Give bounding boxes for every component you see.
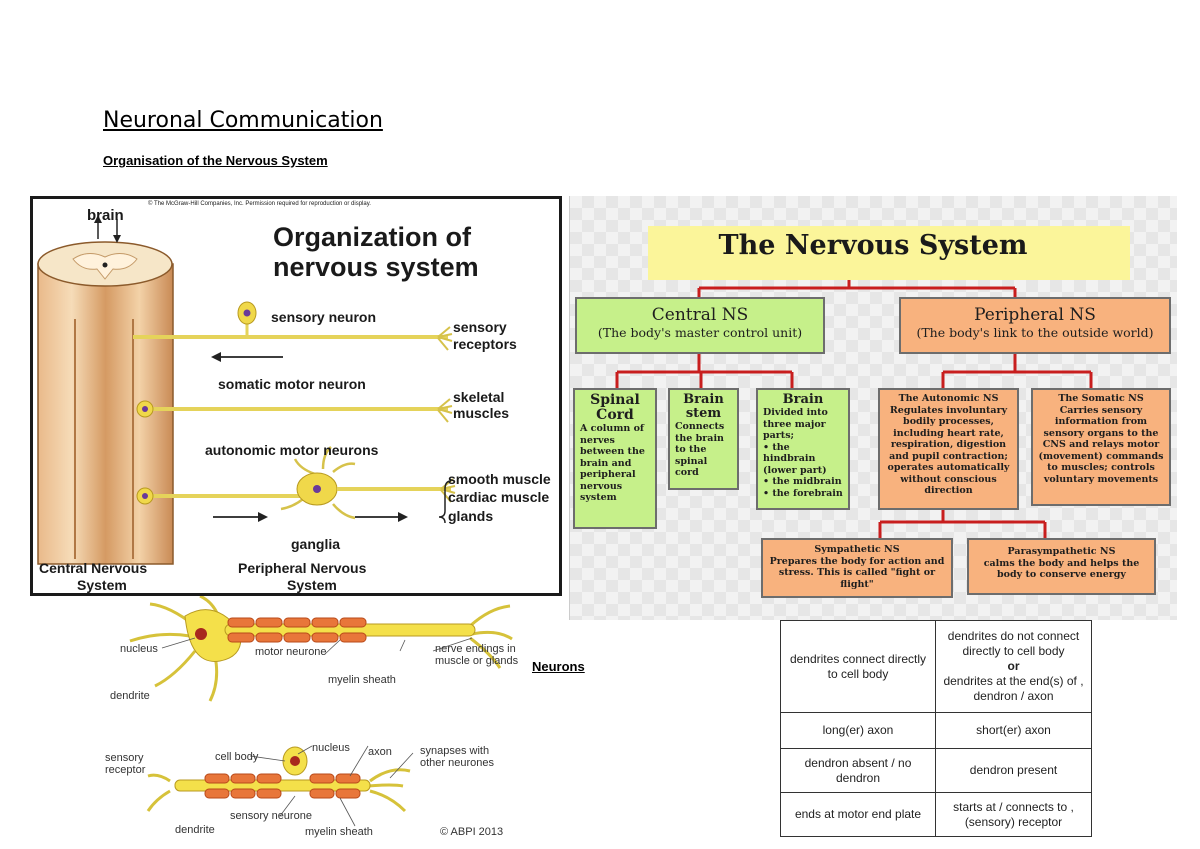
table-row: long(er) axon short(er) axon bbox=[780, 712, 1092, 749]
peripheral-ns-name: Peripheral NS bbox=[974, 305, 1096, 325]
brain-stem-box: Brain stem Connects the brain to the spi… bbox=[668, 388, 739, 490]
dendrite-label: dendrite bbox=[110, 690, 150, 702]
table-cell-or: or bbox=[1007, 659, 1020, 673]
brain-stem-name-2: stem bbox=[685, 406, 722, 421]
neuron-illustration bbox=[129, 596, 513, 827]
org-title-line1: Organization of bbox=[273, 222, 471, 252]
synapses-label: synapses with other neurones bbox=[420, 745, 494, 769]
sensory-neuron-label: sensory neuron bbox=[271, 309, 377, 325]
autonomic-motor-neurons-label: autonomic motor neurons bbox=[205, 442, 379, 458]
table-cell: dendrites connect directly to cell body bbox=[780, 620, 936, 713]
pns-label-1: Peripheral Nervous bbox=[238, 560, 367, 576]
spinal-cord bbox=[37, 263, 174, 565]
cardiac-muscle-label: cardiac muscle bbox=[448, 489, 550, 505]
connector-lines bbox=[615, 280, 1093, 538]
brain-name: Brain bbox=[782, 392, 824, 407]
table-row: ends at motor end plate starts at / conn… bbox=[780, 792, 1092, 837]
somatic-ns-box: The Somatic NS Carries sensory informati… bbox=[1031, 388, 1171, 506]
cns-label-1: Central Nervous bbox=[39, 560, 148, 576]
cell-body-label: cell body bbox=[215, 751, 259, 763]
skeletal-muscles-label-1: skeletal bbox=[453, 389, 505, 405]
ganglia-label: ganglia bbox=[291, 536, 341, 552]
sensory-neurone-label: sensory neurone bbox=[230, 810, 312, 822]
sympathetic-ns-box: Sympathetic NS Prepares the body for act… bbox=[761, 538, 953, 598]
central-ns-box: Central NS (The body's master control un… bbox=[575, 297, 825, 354]
pns-label-2: System bbox=[287, 577, 337, 593]
dendrite-label-2: dendrite bbox=[175, 824, 215, 836]
nerve-endings-label: nerve endings in muscle or glands bbox=[435, 643, 519, 667]
somatic-motor-neuron-label: somatic motor neuron bbox=[218, 376, 366, 392]
brain-part-2: • the midbrain bbox=[763, 476, 842, 487]
somatic-ns-desc: Carries sensory information from sensory… bbox=[1038, 404, 1164, 485]
organization-illustration bbox=[37, 215, 456, 565]
brain-box: Brain Divided into three major parts; • … bbox=[756, 388, 850, 510]
ns-title: The Nervous System bbox=[718, 230, 1028, 261]
table-cell: starts at / connects to , (sensory) rece… bbox=[935, 792, 1092, 837]
table-cell: dendron present bbox=[935, 748, 1092, 793]
abpi-copyright: © ABPI 2013 bbox=[440, 826, 504, 838]
table-cell-text: dendrites at the end(s) of , dendron / a… bbox=[943, 674, 1084, 703]
myelin-sheath-label-2: myelin sheath bbox=[305, 826, 373, 838]
myelin-sheath-label: myelin sheath bbox=[328, 674, 396, 686]
brain-part-3: • the forebrain bbox=[763, 487, 843, 499]
brain-label: brain bbox=[87, 207, 124, 224]
table-row: dendron absent / no dendron dendron pres… bbox=[780, 748, 1092, 793]
autonomic-ns-box: The Autonomic NS Regulates involuntary b… bbox=[878, 388, 1019, 510]
sensory-receptors-label-2: receptors bbox=[453, 336, 517, 352]
parasympathetic-ns-name: Parasympathetic NS bbox=[1007, 546, 1116, 557]
spinal-cord-desc: A column of nerves between the brain and… bbox=[580, 423, 645, 503]
table-cell: short(er) axon bbox=[935, 712, 1092, 749]
document-subtitle: Organisation of the Nervous System bbox=[103, 153, 328, 168]
org-copyright: © The McGraw-Hill Companies, Inc. Permis… bbox=[148, 201, 371, 207]
table-cell: long(er) axon bbox=[780, 712, 936, 749]
somatic-ns-name: The Somatic NS bbox=[1058, 393, 1144, 404]
parasympathetic-ns-box: Parasympathetic NS calms the body and he… bbox=[967, 538, 1156, 595]
table-cell: dendrites do not connect directly to cel… bbox=[935, 620, 1092, 713]
table-cell: dendron absent / no dendron bbox=[780, 748, 936, 793]
glands-label: glands bbox=[448, 508, 494, 524]
central-ns-desc: (The body's master control unit) bbox=[597, 325, 803, 340]
neurons-heading: Neurons bbox=[532, 659, 585, 674]
smooth-muscle-label: smooth muscle bbox=[448, 471, 551, 487]
table-cell: ends at motor end plate bbox=[780, 792, 936, 837]
table-cell-text: dendrites do not connect directly to cel… bbox=[947, 629, 1080, 658]
nucleus-label-2: nucleus bbox=[312, 742, 350, 754]
document-title: Neuronal Communication bbox=[103, 108, 383, 133]
axon-label: axon bbox=[368, 746, 392, 758]
sensory-receptor-label: sensory receptor bbox=[105, 752, 146, 776]
neuron-comparison-table: dendrites connect directly to cell body … bbox=[780, 620, 1092, 837]
brain-stem-desc: Connects the brain to the spinal cord bbox=[675, 421, 725, 478]
brain-stem-name-1: Brain bbox=[683, 392, 724, 407]
spinal-cord-box: Spinal Cord A column of nerves between t… bbox=[573, 388, 657, 529]
spinal-cord-name-1: Spinal bbox=[590, 392, 640, 408]
sensory-receptors-label-1: sensory bbox=[453, 319, 507, 335]
ns-title-banner bbox=[648, 226, 1130, 280]
nucleus-label: nucleus bbox=[120, 643, 158, 655]
sympathetic-ns-desc: Prepares the body for action and stress.… bbox=[769, 555, 945, 590]
motor-neurone-label: motor neurone bbox=[255, 646, 327, 658]
table-row: dendrites connect directly to cell body … bbox=[780, 620, 1092, 713]
cns-label-2: System bbox=[77, 577, 127, 593]
autonomic-ns-name: The Autonomic NS bbox=[898, 393, 999, 404]
peripheral-ns-desc: (The body's link to the outside world) bbox=[916, 325, 1154, 340]
sympathetic-ns-name: Sympathetic NS bbox=[814, 544, 900, 555]
parasympathetic-ns-desc: calms the body and helps the body to con… bbox=[983, 557, 1140, 581]
neuron-drawings: nucleus dendrite motor neurone myelin sh… bbox=[100, 596, 530, 849]
central-ns-name: Central NS bbox=[651, 305, 749, 325]
autonomic-ns-desc: Regulates involuntary bodily processes, … bbox=[887, 404, 1010, 497]
skeletal-muscles-label-2: muscles bbox=[453, 405, 510, 421]
organization-diagram: © The McGraw-Hill Companies, Inc. Permis… bbox=[30, 196, 562, 596]
brain-part-1: • the hindbrain (lower part) bbox=[763, 441, 827, 476]
org-title-line2: nervous system bbox=[273, 252, 479, 282]
brain-desc: Divided into three major parts; bbox=[763, 407, 828, 441]
spinal-cord-name-2: Cord bbox=[596, 407, 634, 423]
nervous-system-diagram: The Nervous System Central NS (The body'… bbox=[569, 196, 1177, 620]
peripheral-ns-box: Peripheral NS (The body's link to the ou… bbox=[899, 297, 1171, 354]
